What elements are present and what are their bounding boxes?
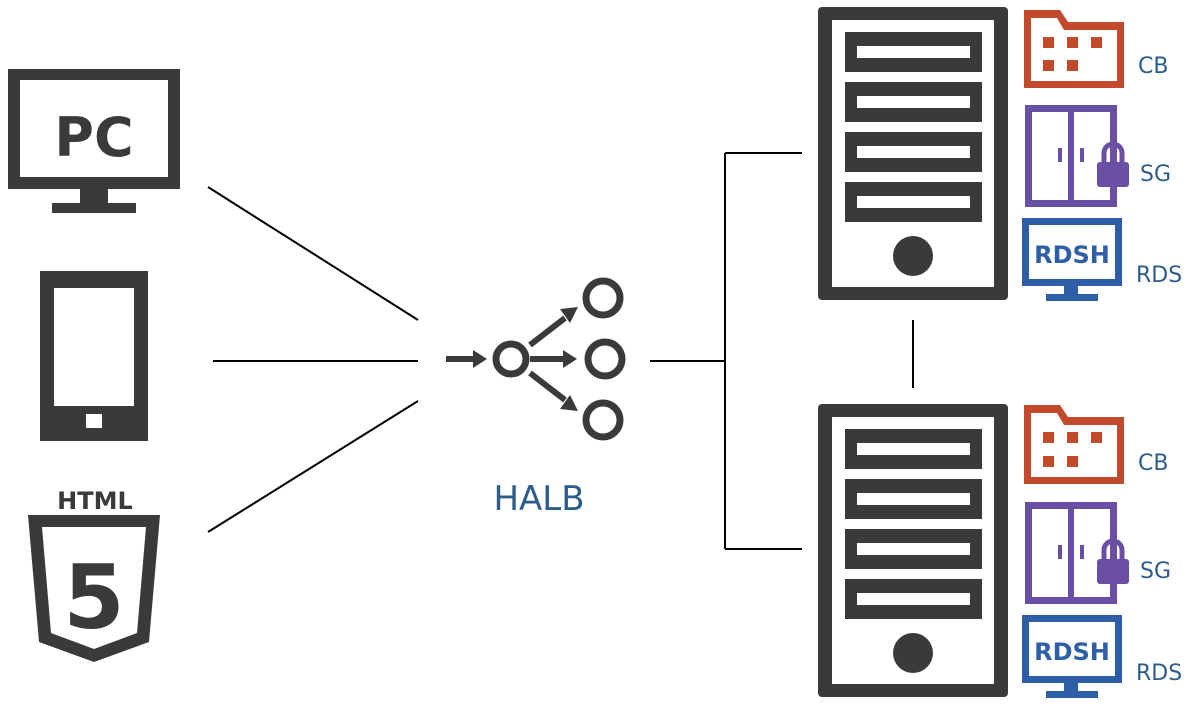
halb-label: HALB [493, 479, 584, 519]
html5-icon: HTML 5 [28, 487, 160, 662]
server-2-cb-label: CB [1138, 451, 1168, 476]
secure-gateway-icon [1025, 502, 1129, 604]
html5-to-halb-line [207, 400, 419, 533]
server-tower-2 [818, 404, 1008, 697]
connection-lines [207, 152, 914, 550]
html5-label: HTML [57, 487, 133, 515]
rdsh-icon: RDSH [1022, 615, 1122, 698]
connection-broker-icon [1024, 405, 1124, 484]
server-1-rds-label: RDS [1136, 263, 1182, 288]
pc-monitor-icon: PC [8, 69, 180, 213]
rdsh-icon: RDSH [1022, 218, 1122, 301]
server-1-cb-label: CB [1138, 54, 1168, 79]
tablet-icon [40, 271, 148, 441]
server-2-rdsh-icon-text: RDSH [1034, 638, 1110, 666]
server-2-sg-label: SG [1140, 559, 1171, 584]
html5-digit: 5 [63, 546, 124, 649]
pc-label: PC [54, 106, 133, 169]
secure-gateway-icon [1025, 105, 1129, 207]
load-balancer-icon [446, 277, 626, 441]
connection-broker-icon [1024, 10, 1124, 88]
pc-to-halb-line [207, 186, 419, 321]
server-1-sg-label: SG [1140, 162, 1171, 187]
server-1-rdsh-icon-text: RDSH [1034, 241, 1110, 269]
server-2-rds-label: RDS [1136, 661, 1182, 686]
server-tower-1 [818, 7, 1008, 300]
